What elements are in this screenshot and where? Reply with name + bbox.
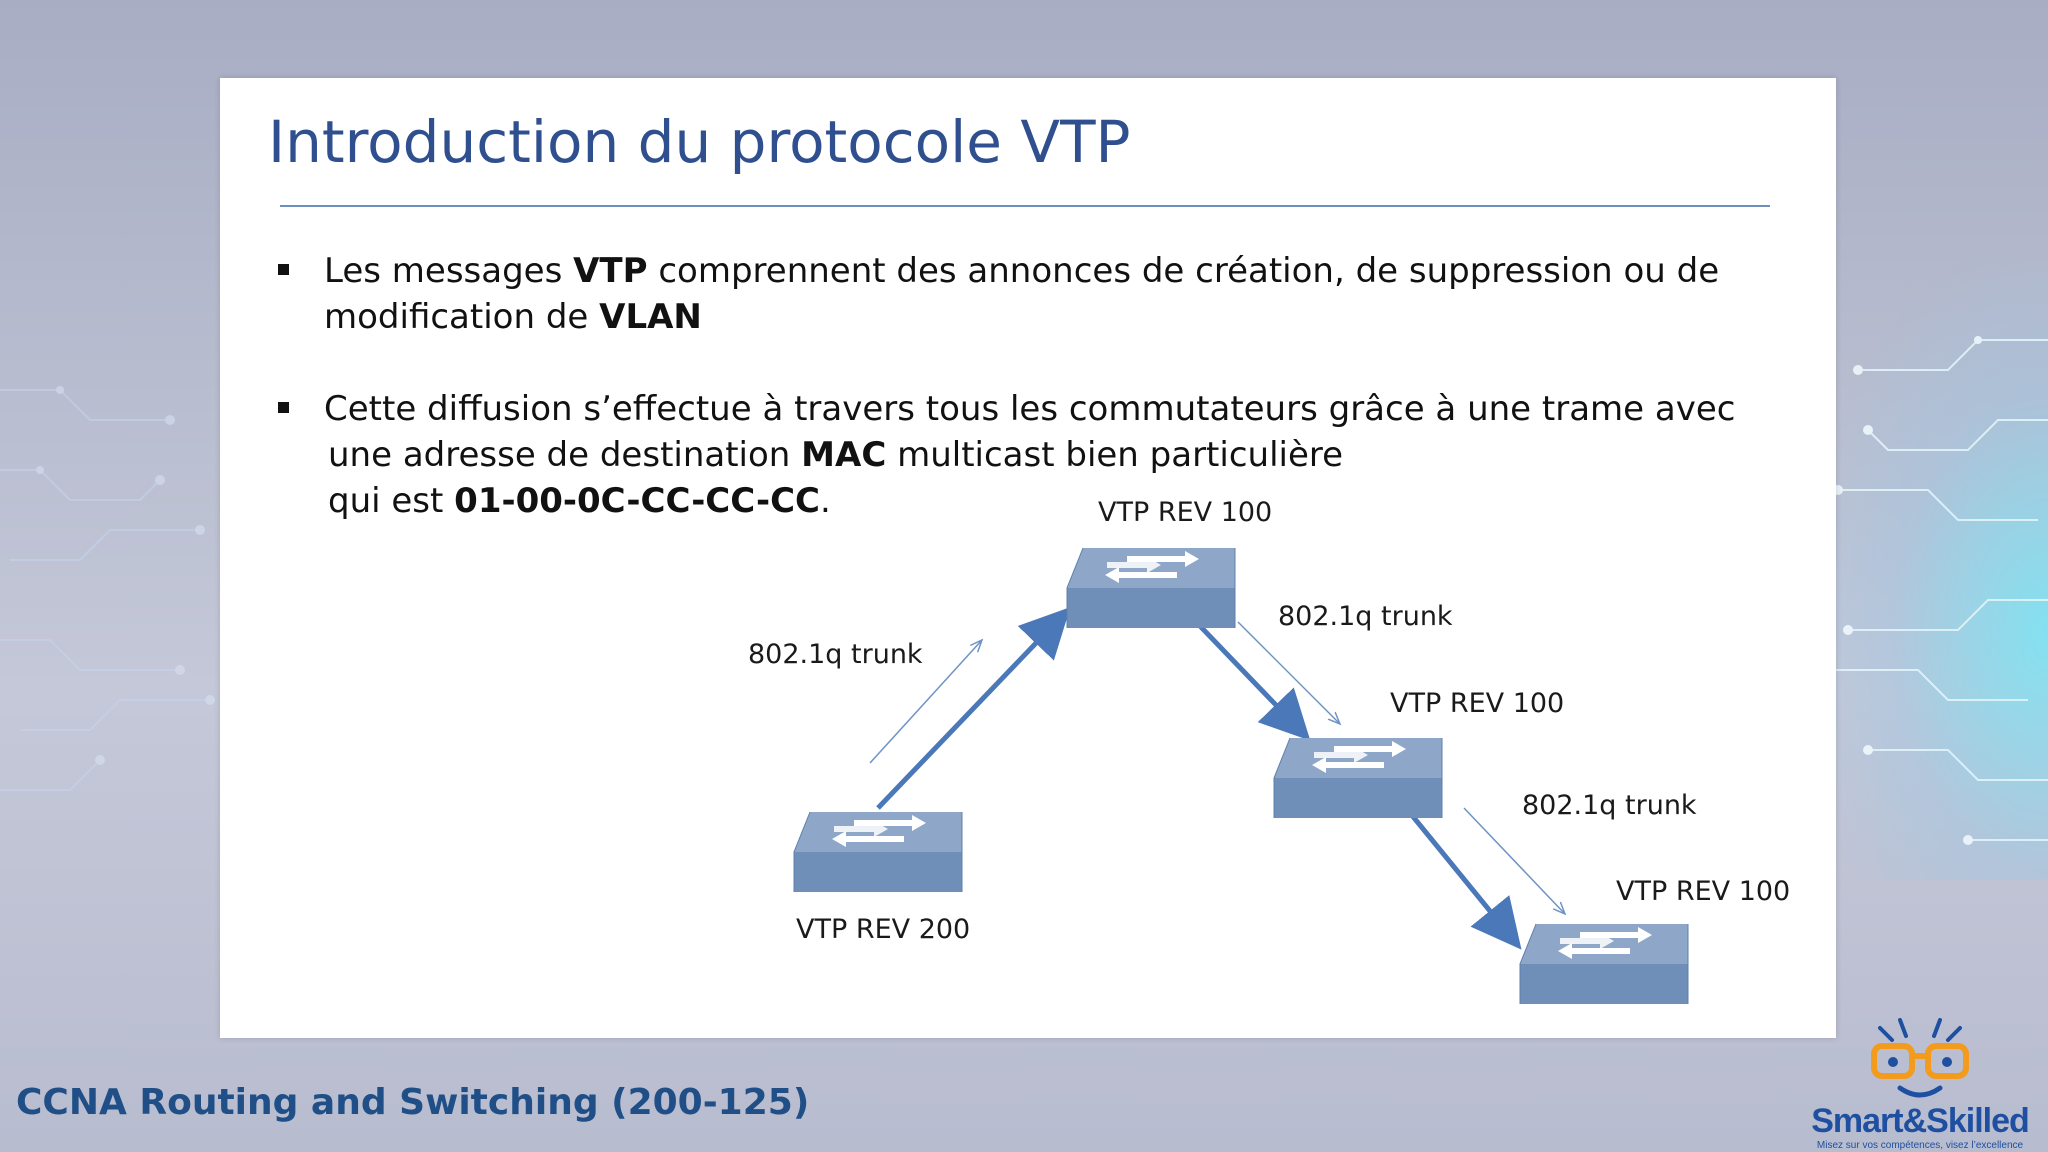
mascot-glasses-icon (1871, 1018, 1969, 1098)
background-glow (1808, 260, 2048, 880)
logo-wordmark: Smart&Skilled (1811, 1102, 2030, 1140)
switch-label: VTP REV 100 (1616, 876, 1790, 907)
switch-icon (1066, 547, 1236, 629)
logo-tagline: Misez sur vos compétences, visez l’excel… (1816, 1140, 2024, 1151)
trunk-link-arrow (1404, 806, 1522, 950)
link-label: 802.1q trunk (1278, 601, 1453, 632)
link-label: 802.1q trunk (748, 639, 923, 670)
bullet-line: Cette diffusion s’effectue à travers tou… (324, 389, 1736, 429)
vtp-network-diagram: VTP REV 200 VTP REV 100 VTP REV 100 VTP … (748, 497, 1790, 1005)
switch-icon (1273, 737, 1443, 819)
course-footer: CCNA Routing and Switching (200-125) (16, 1082, 810, 1123)
bullet-multicast: Cette diffusion s’effectue à travers tou… (278, 386, 1764, 524)
bullet-line: Les messages VTP comprennent des annonce… (324, 251, 1720, 291)
switch-label: VTP REV 100 (1098, 497, 1272, 528)
bullet-line: une adresse de destination MAC multicast… (328, 435, 1344, 475)
bullet-square-icon (278, 264, 289, 275)
bullet-line: qui est 01-00-0C-CC-CC-CC. (328, 481, 831, 521)
switch-label: VTP REV 200 (796, 914, 970, 945)
slide: Introduction du protocole VTP Les messag… (220, 78, 1836, 1038)
switch-icon (1519, 923, 1689, 1005)
switch-icon (793, 811, 963, 893)
link-label: 802.1q trunk (1522, 790, 1697, 821)
circuit-pattern-left (0, 386, 215, 791)
bullet-vtp-messages: Les messages VTP comprennent des annonce… (278, 248, 1764, 340)
circuit-pattern-right (1828, 336, 2048, 845)
bullet-square-icon (278, 402, 289, 413)
slide-title: Introduction du protocole VTP (268, 108, 1131, 176)
bullet-line: modification de VLAN (324, 297, 702, 337)
trunk-link-arrow (876, 607, 1071, 810)
switch-label: VTP REV 100 (1390, 688, 1564, 719)
direction-arrow (1463, 807, 1565, 914)
direction-arrow (1237, 621, 1340, 724)
title-divider (280, 205, 1770, 207)
trunk-link-arrow (1198, 624, 1311, 741)
smart-skilled-logo: Smart&Skilled Misez sur vos compétences,… (1800, 1010, 2040, 1152)
direction-arrow (869, 640, 982, 764)
